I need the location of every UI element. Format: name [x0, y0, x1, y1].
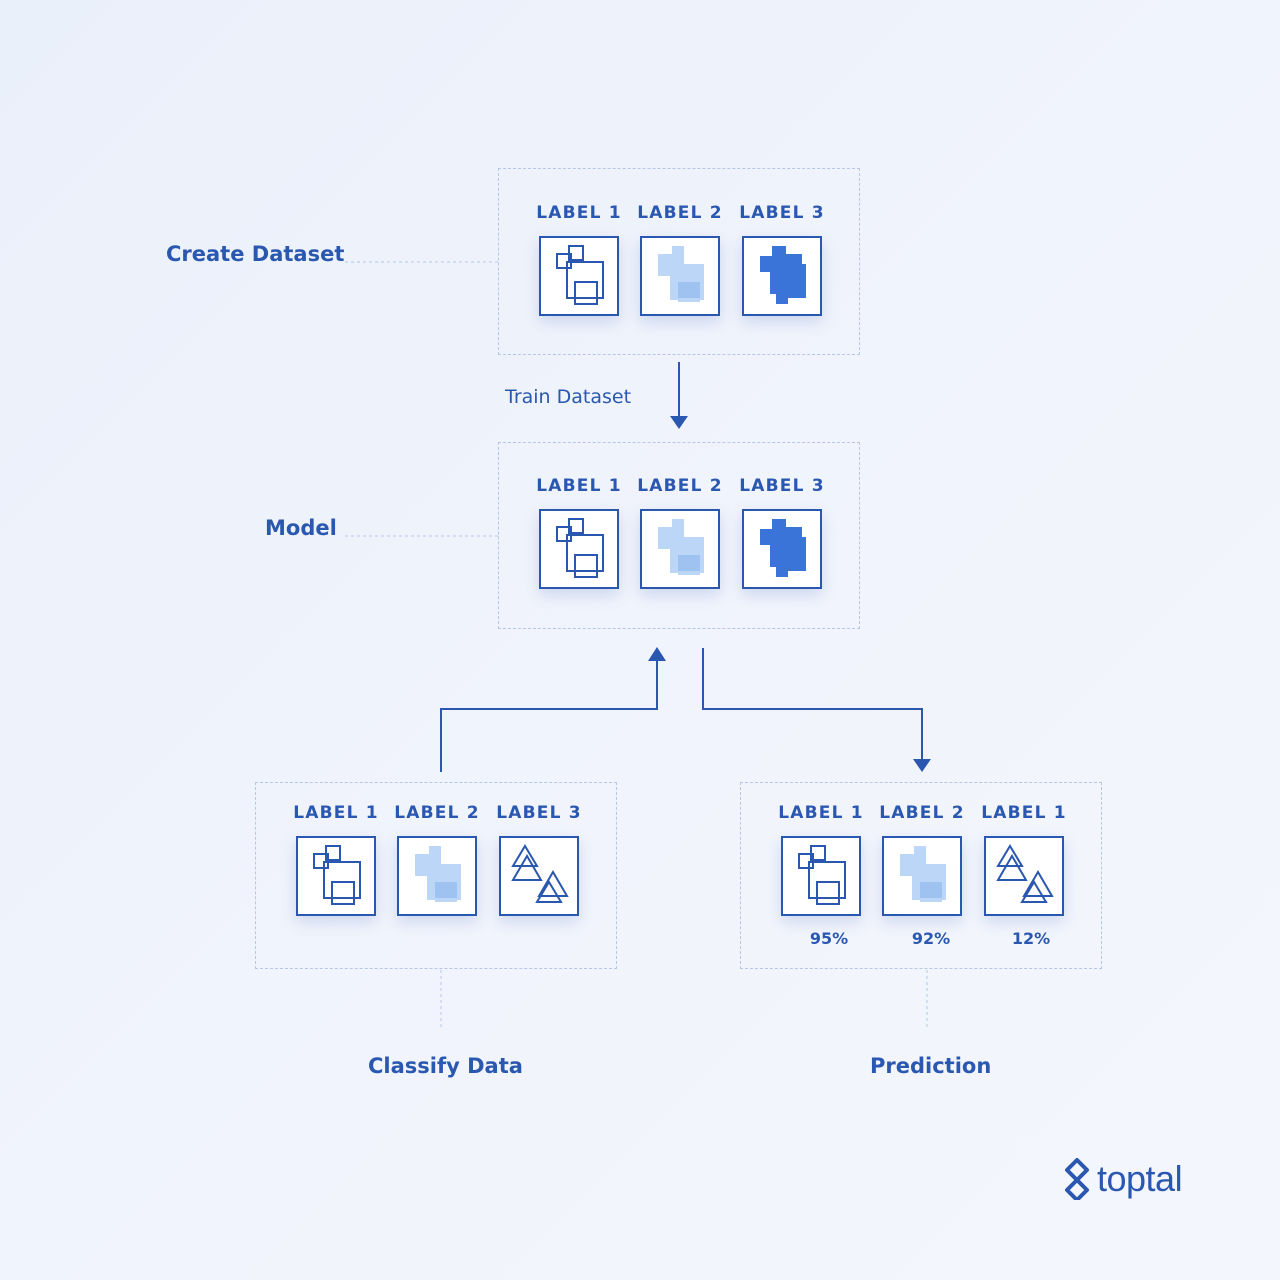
tile-label: LABEL 3: [739, 476, 825, 496]
toptal-logo: toptal: [1063, 1158, 1183, 1200]
pixel-solid-icon: [760, 519, 806, 577]
prediction-title: Prediction: [870, 1054, 992, 1078]
pixel-light-icon: [900, 846, 946, 902]
pixel-solid-icon: [760, 246, 806, 304]
train-dataset-label: Train Dataset: [505, 386, 632, 408]
squares-outline-icon: [313, 845, 361, 905]
squares-outline-icon: [798, 845, 846, 905]
pixel-light-icon: [415, 846, 461, 902]
squares-outline-icon: [556, 518, 604, 578]
brand-name: toptal: [1097, 1158, 1183, 1199]
tile-label: LABEL 1: [293, 803, 379, 823]
classify-data-title: Classify Data: [368, 1054, 523, 1078]
tile-label: LABEL 1: [536, 203, 622, 223]
triangles-outline-icon: [511, 844, 569, 903]
tile-label: LABEL 1: [981, 803, 1067, 823]
confidence-percent: 95%: [809, 929, 849, 948]
tile-label: LABEL 2: [637, 203, 723, 223]
pixel-light-icon: [658, 519, 704, 575]
pixel-light-icon: [658, 246, 704, 302]
classify-to-model-arrow: [440, 647, 666, 772]
triangles-outline-icon: [996, 844, 1054, 903]
create-dataset-box: LABEL 1 LABEL 2 LABEL 3: [498, 168, 860, 355]
tile-label: LABEL 2: [637, 476, 723, 496]
tile-label: LABEL 1: [778, 803, 864, 823]
prediction-box: LABEL 1 95% LABEL 2 92% LABEL 1: [740, 782, 1102, 969]
squares-outline-icon: [556, 245, 604, 305]
model-title: Model: [265, 516, 337, 540]
tile-label: LABEL 3: [496, 803, 582, 823]
confidence-percent: 92%: [911, 929, 951, 948]
model-box: LABEL 1 LABEL 2 LABEL 3: [498, 442, 860, 629]
tile-label: LABEL 3: [739, 203, 825, 223]
classify-box: LABEL 1 LABEL 2 LABEL 3: [255, 782, 617, 969]
tile-label: LABEL 2: [879, 803, 965, 823]
model-to-prediction-arrow: [702, 648, 931, 772]
create-dataset-title: Create Dataset: [166, 242, 345, 266]
train-arrow: [670, 362, 688, 429]
confidence-percent: 12%: [1011, 929, 1051, 948]
tile-label: LABEL 2: [394, 803, 480, 823]
toptal-mark-icon: [1065, 1158, 1089, 1200]
tile-label: LABEL 1: [536, 476, 622, 496]
